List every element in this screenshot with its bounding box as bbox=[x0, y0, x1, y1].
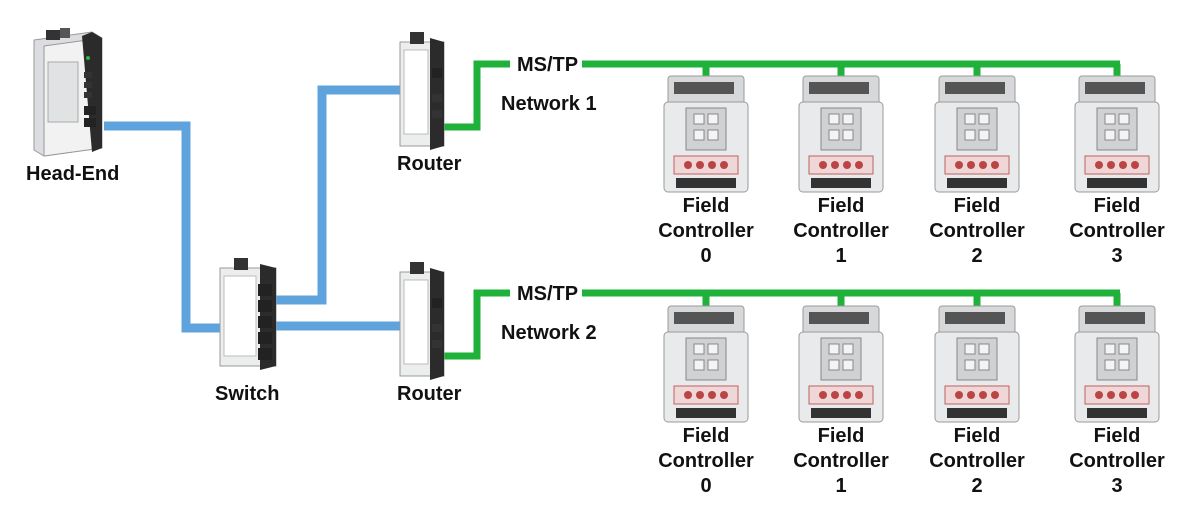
router-icon bbox=[399, 261, 445, 381]
field-controller-icon bbox=[934, 75, 1020, 193]
controller-id: 1 bbox=[835, 475, 846, 497]
controller-id: 3 bbox=[1111, 475, 1122, 497]
network-1-controllers: Field Controller 0 Field Controller 1 Fi… bbox=[658, 75, 1165, 267]
mstp-bus-1 bbox=[444, 60, 1121, 131]
field-controller: Field Controller 3 bbox=[1069, 75, 1165, 267]
ethernet-switch-icon bbox=[219, 257, 277, 371]
controller-label-line2: Controller bbox=[929, 220, 1025, 242]
network-1-label: Network 1 bbox=[501, 93, 597, 115]
bus-2-router-feed bbox=[444, 289, 510, 360]
controller-label-line2: Controller bbox=[658, 220, 754, 242]
router-2-label: Router bbox=[397, 383, 462, 405]
field-controller-icon bbox=[1074, 75, 1160, 193]
bus-2-label: MS/TP bbox=[517, 283, 578, 305]
head-end-label: Head-End bbox=[26, 163, 119, 185]
ethernet-links bbox=[104, 85, 404, 333]
controller-label-line2: Controller bbox=[1069, 450, 1165, 472]
bus-1-router-feed bbox=[444, 60, 510, 131]
controller-label-line1: Field bbox=[954, 425, 1001, 447]
controller-label-line1: Field bbox=[683, 425, 730, 447]
network-2-label: Network 2 bbox=[501, 322, 597, 344]
field-controller: Field Controller 2 bbox=[929, 75, 1025, 267]
field-controller: Field Controller 1 bbox=[793, 305, 889, 497]
router-1-node: Router bbox=[397, 31, 462, 175]
field-controller-icon bbox=[1074, 305, 1160, 423]
controller-label-line2: Controller bbox=[929, 450, 1025, 472]
head-end-node: Head-End bbox=[26, 27, 119, 185]
controller-id: 2 bbox=[971, 245, 982, 267]
bus-1-label: MS/TP bbox=[517, 54, 578, 76]
field-controller: Field Controller 2 bbox=[929, 305, 1025, 497]
controller-label-line1: Field bbox=[818, 195, 865, 217]
head-end-controller-icon bbox=[33, 27, 103, 157]
controller-label-line2: Controller bbox=[793, 220, 889, 242]
field-controller-icon bbox=[663, 305, 749, 423]
controller-id: 0 bbox=[700, 475, 711, 497]
switch-node: Switch bbox=[215, 257, 279, 405]
field-controller: Field Controller 1 bbox=[793, 75, 889, 267]
network-2-controllers: Field Controller 0 Field Controller 1 Fi… bbox=[658, 305, 1165, 497]
link-switch-router-1 bbox=[268, 85, 404, 305]
switch-label: Switch bbox=[215, 383, 279, 405]
router-1-label: Router bbox=[397, 153, 462, 175]
controller-label-line1: Field bbox=[954, 195, 1001, 217]
controller-label-line1: Field bbox=[1094, 425, 1141, 447]
router-2-node: Router bbox=[397, 261, 462, 405]
controller-label-line1: Field bbox=[683, 195, 730, 217]
field-controller: Field Controller 0 bbox=[658, 305, 754, 497]
field-controller-icon bbox=[663, 75, 749, 193]
router-icon bbox=[399, 31, 445, 151]
controller-label-line2: Controller bbox=[658, 450, 754, 472]
field-controller: Field Controller 0 bbox=[658, 75, 754, 267]
controller-id: 0 bbox=[700, 245, 711, 267]
controller-id: 2 bbox=[971, 475, 982, 497]
controller-label-line2: Controller bbox=[1069, 220, 1165, 242]
controller-label-line2: Controller bbox=[793, 450, 889, 472]
controller-id: 3 bbox=[1111, 245, 1122, 267]
field-controller-icon bbox=[798, 75, 884, 193]
controller-id: 1 bbox=[835, 245, 846, 267]
field-controller: Field Controller 3 bbox=[1069, 305, 1165, 497]
field-controller-icon bbox=[934, 305, 1020, 423]
field-controller-icon bbox=[798, 305, 884, 423]
controller-label-line1: Field bbox=[818, 425, 865, 447]
controller-label-line1: Field bbox=[1094, 195, 1141, 217]
link-headend-switch bbox=[104, 121, 228, 333]
